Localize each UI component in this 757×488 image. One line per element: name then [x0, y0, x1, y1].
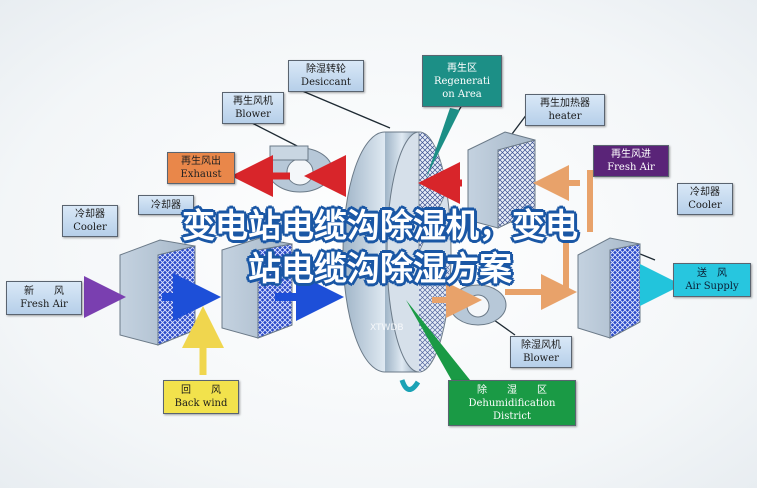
regen-heater-unit: [467, 131, 536, 229]
overlay-title: 变电站电缆沟除湿机，变电 站电缆沟除湿方案: [60, 204, 700, 290]
label-dehumid-district-zh: 除 湿 区: [477, 384, 547, 396]
label-cooler-left: 冷却器 Cooler: [62, 205, 118, 237]
label-cooler-left-en: Cooler: [73, 222, 107, 233]
label-process-blower-en: Blower: [523, 353, 559, 364]
overlay-title-line1: 变电站电缆沟除湿机，变电: [182, 206, 578, 245]
label-regen-fresh-air: 再生风进 Fresh Air: [593, 145, 669, 177]
label-regen-area-en1: Regenerati: [433, 75, 491, 87]
label-desiccant-en: Desiccant: [301, 77, 351, 88]
label-fresh-air: 新 风 Fresh Air: [6, 281, 82, 315]
label-regeneration-area: 再生区 Regenerati on Area: [422, 55, 502, 107]
label-regen-heater-en: heater: [548, 111, 582, 122]
label-cooler-right: 冷却器 Cooler: [677, 183, 733, 215]
label-back-wind: 回 风 Back wind: [163, 380, 239, 414]
label-process-blower-zh: 除湿风机: [521, 340, 561, 351]
label-back-wind-en: Back wind: [174, 398, 228, 409]
regen-blower-unit: [267, 145, 333, 193]
label-regen-fresh-air-en: Fresh Air: [607, 162, 655, 173]
label-back-wind-zh: 回 风: [181, 385, 221, 396]
label-regen-blower: 再生风机 Blower: [222, 92, 284, 124]
label-regen-exhaust-en: Exhaust: [180, 169, 222, 180]
desiccant-wheel: [342, 131, 452, 392]
label-regen-exhaust: 再生风出 Exhaust: [167, 152, 235, 184]
label-air-supply-en: Air Supply: [685, 281, 739, 292]
label-regen-blower-zh: 再生风机: [233, 96, 273, 107]
label-regen-fresh-air-zh: 再生风进: [611, 149, 651, 160]
label-air-supply: 送 风 Air Supply: [673, 263, 751, 297]
label-air-supply-zh: 送 风: [697, 268, 727, 279]
regen-pointer: [426, 108, 460, 178]
label-regen-heater-zh: 再生加热器: [540, 98, 590, 109]
label-desiccant: 除湿转轮 Desiccant: [288, 60, 364, 92]
label-dehumid-district-en2: District: [493, 410, 531, 422]
label-regen-area-en2: on Area: [442, 88, 482, 100]
label-cooler-mid: 冷却器: [138, 195, 194, 215]
label-desiccant-zh: 除湿转轮: [306, 64, 346, 75]
process-blower-unit: [449, 284, 507, 326]
label-fresh-air-en: Fresh Air: [20, 299, 68, 310]
label-dehumid-district: 除 湿 区 Dehumidification District: [448, 380, 576, 426]
label-regen-exhaust-zh: 再生风出: [181, 156, 221, 167]
label-regen-area-zh: 再生区: [447, 62, 477, 74]
right-cooler-unit: [577, 237, 641, 339]
watermark: XTWDB: [370, 323, 404, 333]
label-cooler-right-en: Cooler: [688, 200, 722, 211]
mid-cooler-unit: [221, 237, 293, 339]
label-regen-heater: 再生加热器 heater: [525, 94, 605, 126]
label-fresh-air-zh: 新 风: [24, 286, 64, 297]
label-cooler-right-zh: 冷却器: [690, 187, 720, 198]
airflow-arrows: [84, 155, 682, 375]
label-cooler-mid-zh: 冷却器: [151, 199, 181, 211]
dehumid-pointer: [406, 300, 470, 388]
label-dehumid-district-en1: Dehumidification: [468, 397, 556, 409]
overlay-title-line2: 站电缆沟除湿方案: [248, 249, 512, 288]
label-regen-blower-en: Blower: [235, 109, 271, 120]
label-cooler-left-zh: 冷却器: [75, 209, 105, 220]
label-process-blower: 除湿风机 Blower: [510, 336, 572, 368]
